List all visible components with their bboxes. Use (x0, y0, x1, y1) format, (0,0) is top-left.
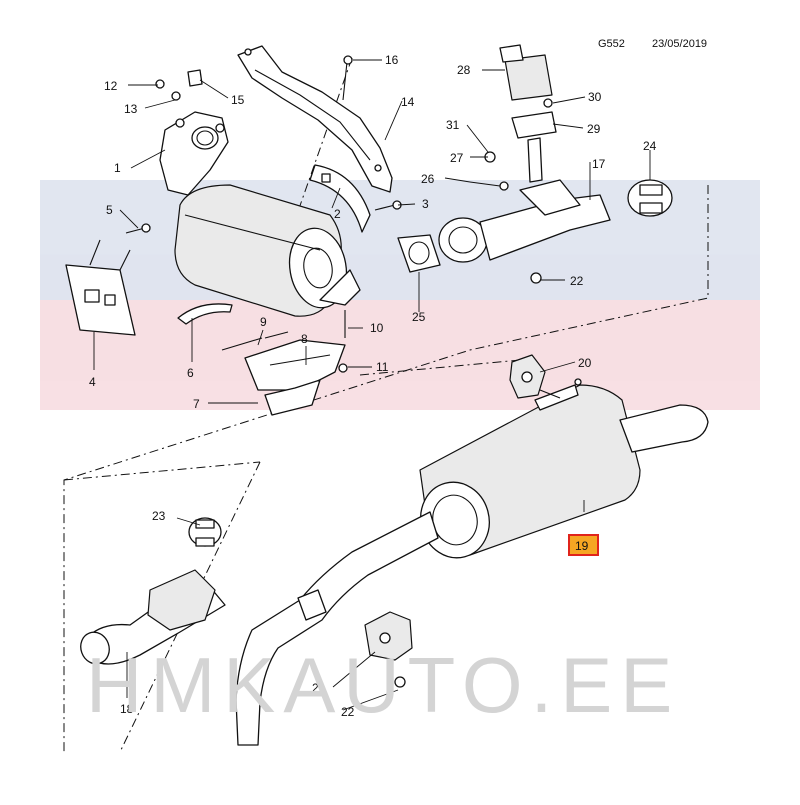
part-17-front-pipe[interactable] (438, 179, 611, 263)
part-1-manifold-flange[interactable] (159, 111, 229, 196)
callout-9: 9 (260, 315, 267, 329)
callout-22-upper: 22 (570, 274, 584, 288)
callout-19: 19 (575, 539, 589, 553)
part-19-rear-muffler[interactable] (412, 384, 709, 566)
callout-29: 29 (587, 122, 601, 136)
callout-1: 1 (114, 161, 121, 175)
callout-30: 30 (588, 90, 602, 104)
callouts: 1 2 3 4 5 6 7 8 9 10 11 12 13 14 15 16 1… (89, 53, 657, 719)
callout-12: 12 (104, 79, 118, 93)
part-2-strap[interactable] (309, 164, 371, 233)
callout-15: 15 (231, 93, 245, 107)
part-29-hanger-plate[interactable] (511, 111, 557, 183)
watermark-text: HMKAUTO.EE (86, 641, 681, 729)
callout-13: 13 (124, 102, 138, 116)
leader-lines (93, 59, 651, 711)
assembly-boundary (63, 57, 709, 753)
callout-28: 28 (457, 63, 471, 77)
callout-31: 31 (446, 118, 460, 132)
part-23-clamp[interactable] (188, 517, 222, 547)
part-8-lower-bracket[interactable] (244, 339, 346, 416)
part-25-gasket[interactable] (397, 234, 441, 273)
callout-6: 6 (187, 366, 194, 380)
callout-3: 3 (422, 197, 429, 211)
diagram-code: G552 (598, 38, 625, 50)
part-20-rubber-mount[interactable] (509, 354, 546, 399)
part-4-bracket[interactable] (65, 239, 136, 336)
callout-26: 26 (421, 172, 435, 186)
callout-22-lower: 22 (341, 705, 355, 719)
callout-17: 17 (592, 157, 606, 171)
callout-8: 8 (301, 332, 308, 346)
callout-7: 7 (193, 397, 200, 411)
callout-14: 14 (401, 95, 415, 109)
part-21-hanger[interactable] (364, 611, 413, 661)
diesel-particulate-filter[interactable] (174, 184, 361, 317)
callout-19-highlight[interactable]: 19 (568, 534, 599, 556)
part-18-front-pipe-section[interactable] (76, 569, 226, 668)
callout-10: 10 (370, 321, 384, 335)
callout-16: 16 (385, 53, 399, 67)
callout-18: 18 (120, 702, 134, 716)
callout-23: 23 (152, 509, 166, 523)
callout-5: 5 (106, 203, 113, 217)
fasteners (125, 55, 582, 688)
callout-27: 27 (450, 151, 464, 165)
part-24-clamp[interactable] (627, 179, 673, 217)
callout-20: 20 (578, 356, 592, 370)
diagram-date: 23/05/2019 (652, 38, 708, 50)
callout-2: 2 (334, 207, 341, 221)
part-28-hanger[interactable] (499, 44, 553, 101)
callout-21: 21 (312, 681, 326, 695)
callout-24: 24 (643, 139, 657, 153)
callout-25: 25 (412, 310, 426, 324)
callout-4: 4 (89, 375, 96, 389)
part-18-intermediate-pipe[interactable] (235, 511, 439, 746)
part-6-clamp-strap[interactable] (177, 303, 233, 325)
part-14-heat-shield[interactable] (237, 45, 393, 193)
callout-11: 11 (376, 360, 389, 374)
